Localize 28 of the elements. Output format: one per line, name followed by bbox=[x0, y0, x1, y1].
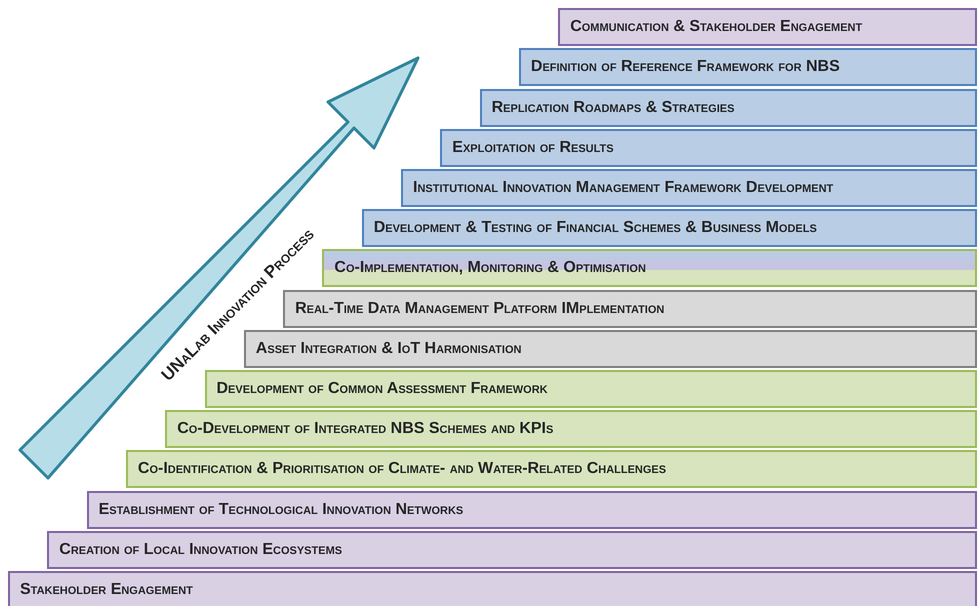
step-label: Exploitation of Results bbox=[451, 138, 614, 157]
step-bar bbox=[518, 48, 977, 86]
step-label: Co-Development of Integrated NBS Schemes and KPIs bbox=[176, 420, 554, 438]
step-bar bbox=[165, 410, 977, 448]
step-label: Definition of Reference Framework for NBS bbox=[530, 58, 840, 76]
step-label: Development of Common Assessment Framework bbox=[216, 380, 548, 398]
step-label: Replication Roadmaps & Strategies bbox=[490, 98, 734, 117]
step-label: Asset Integration & IoT Harmonisation bbox=[254, 340, 522, 358]
step-bar bbox=[8, 571, 977, 606]
step-label: Establishment of Technological Innovation Networks bbox=[98, 500, 464, 519]
step-bar bbox=[558, 8, 977, 46]
step-bar bbox=[401, 169, 977, 207]
step-bar bbox=[283, 290, 977, 328]
step-label: Institutional Innovation Management Framework Development bbox=[412, 179, 834, 197]
step-bar bbox=[440, 128, 977, 167]
step-label: Development & Testing of Financial Schemes & Business Models bbox=[372, 219, 817, 238]
step-bar bbox=[480, 88, 977, 127]
step-bar bbox=[322, 249, 977, 288]
step-bar bbox=[47, 530, 977, 569]
step-bar bbox=[126, 450, 977, 488]
step-label: Communication & Stakeholder Engagement bbox=[569, 18, 862, 36]
step-label: Creation of Local Innovation Ecosystems bbox=[58, 540, 342, 559]
step-bar bbox=[86, 490, 977, 529]
step-label: Co-Identification & Prioritisation of Climate- and Water-Related Challenges bbox=[136, 460, 666, 478]
step-label: Stakeholder Engagement bbox=[19, 581, 193, 599]
step-label: Real-Time Data Management Platform IMplementation bbox=[294, 300, 664, 318]
step-bar bbox=[362, 209, 977, 248]
step-label: Co-Implementation, Monitoring & Optimisation bbox=[333, 259, 646, 278]
